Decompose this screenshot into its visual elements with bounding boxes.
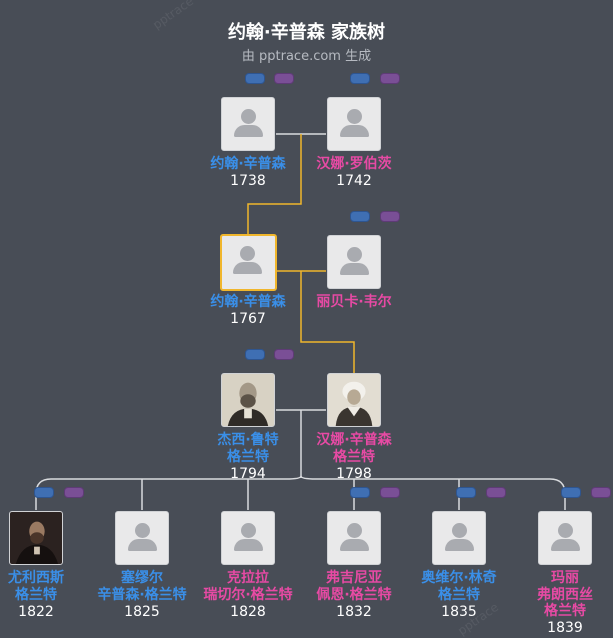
expand-father-icon[interactable]: [350, 211, 370, 222]
expand-father-icon[interactable]: [34, 487, 54, 498]
gen2-to-gen3-line: [300, 271, 355, 373]
person-birth-year: 1825: [124, 604, 160, 620]
expand-father-icon[interactable]: [456, 487, 476, 498]
person-silhouette-icon: [347, 523, 362, 538]
expand-mother-icon[interactable]: [380, 487, 400, 498]
person-name-line2[interactable]: 辛普森·格兰特: [97, 587, 187, 603]
person-birth-year: 1767: [230, 311, 266, 327]
person-name-line2[interactable]: 格兰特: [333, 449, 375, 465]
person-name[interactable]: 丽贝卡·韦尔: [316, 294, 392, 310]
person-name[interactable]: 约翰·辛普森: [210, 294, 286, 310]
person-birth-year: 1798: [336, 466, 372, 482]
expand-father-icon[interactable]: [245, 349, 265, 360]
person-name-line1[interactable]: 玛丽: [551, 570, 579, 586]
expand-father-icon[interactable]: [561, 487, 581, 498]
person-birth-year: 1794: [230, 466, 266, 482]
person-name-line2[interactable]: 佩恩·格兰特: [316, 587, 392, 603]
portrait-photo: [10, 512, 62, 564]
expand-mother-icon[interactable]: [380, 73, 400, 84]
person-name[interactable]: 约翰·辛普森: [210, 156, 286, 172]
expand-father-icon[interactable]: [350, 487, 370, 498]
person-name-line2[interactable]: 格兰特: [15, 587, 57, 603]
expand-mother-icon[interactable]: [486, 487, 506, 498]
person-birth-year: 1822: [18, 604, 54, 620]
person-card-child-6[interactable]: [538, 511, 592, 565]
person-name-line1[interactable]: 杰西·鲁特: [217, 432, 279, 448]
person-silhouette-icon: [241, 109, 256, 124]
page-title: 约翰·辛普森 家族树: [227, 22, 386, 43]
children-bracket: [35, 475, 566, 495]
person-name-line1[interactable]: 弗吉尼亚: [326, 570, 382, 586]
expand-mother-icon[interactable]: [274, 349, 294, 360]
person-birth-year: 1835: [441, 604, 477, 620]
person-card-child-1[interactable]: [9, 511, 63, 565]
person-silhouette-icon: [240, 246, 255, 261]
person-name-line2[interactable]: 弗朗西丝: [537, 587, 593, 603]
expand-mother-icon[interactable]: [274, 73, 294, 84]
person-card-gen2-wife[interactable]: [327, 235, 381, 289]
portrait-photo: [222, 374, 274, 426]
person-name-line1[interactable]: 塞缪尔: [121, 570, 163, 586]
gen1-to-gen2-line: [247, 134, 302, 234]
person-birth-year: 1742: [336, 173, 372, 189]
expand-mother-icon[interactable]: [380, 211, 400, 222]
person-birth-year: 1839: [547, 620, 583, 636]
person-silhouette-icon: [241, 523, 256, 538]
person-name-line1[interactable]: 尤利西斯: [8, 570, 64, 586]
person-card-gen3-husband[interactable]: [221, 373, 275, 427]
expand-father-icon[interactable]: [245, 73, 265, 84]
person-name-line3[interactable]: 格兰特: [544, 603, 586, 619]
person-name[interactable]: 汉娜·罗伯茨: [316, 156, 392, 172]
person-birth-year: 1832: [336, 604, 372, 620]
person-birth-year: 1828: [230, 604, 266, 620]
person-name-line2[interactable]: 瑞切尔·格兰特: [203, 587, 293, 603]
person-card-gen2-husband-selected[interactable]: [220, 234, 277, 291]
person-name-line1[interactable]: 奥维尔·林奇: [421, 570, 497, 586]
expand-father-icon[interactable]: [350, 73, 370, 84]
person-silhouette-icon: [135, 523, 150, 538]
portrait-photo: [328, 374, 380, 426]
person-card-child-3[interactable]: [221, 511, 275, 565]
person-card-child-5[interactable]: [432, 511, 486, 565]
person-silhouette-icon: [347, 109, 362, 124]
person-card-gen1-wife[interactable]: [327, 97, 381, 151]
person-card-gen1-husband[interactable]: [221, 97, 275, 151]
person-card-child-4[interactable]: [327, 511, 381, 565]
page-subtitle: 由 pptrace.com 生成: [241, 49, 372, 64]
person-name-line2[interactable]: 格兰特: [438, 587, 480, 603]
person-card-gen3-wife[interactable]: [327, 373, 381, 427]
person-card-child-2[interactable]: [115, 511, 169, 565]
person-silhouette-icon: [558, 523, 573, 538]
person-silhouette-icon: [452, 523, 467, 538]
expand-mother-icon[interactable]: [591, 487, 611, 498]
person-silhouette-icon: [347, 247, 362, 262]
person-birth-year: 1738: [230, 173, 266, 189]
expand-mother-icon[interactable]: [64, 487, 84, 498]
person-name-line1[interactable]: 克拉拉: [227, 570, 269, 586]
person-name-line1[interactable]: 汉娜·辛普森: [316, 432, 392, 448]
person-name-line2[interactable]: 格兰特: [227, 449, 269, 465]
